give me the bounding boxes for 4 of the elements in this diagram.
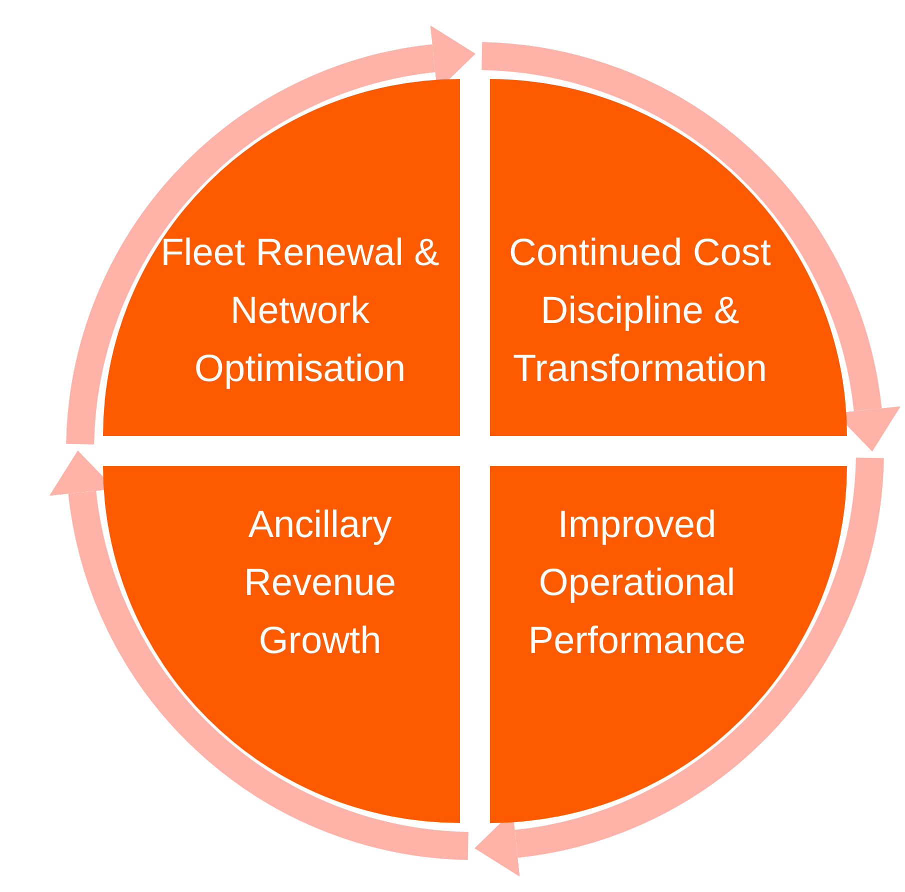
sector-label: Ancillary Revenue Growth	[242, 503, 398, 664]
sector-label: Continued Cost Discipline & Transformation	[508, 231, 772, 392]
sector-label: Improved Operational Performance	[527, 503, 747, 664]
sector-label: Fleet Renewal & Network Optimisation	[160, 231, 440, 392]
